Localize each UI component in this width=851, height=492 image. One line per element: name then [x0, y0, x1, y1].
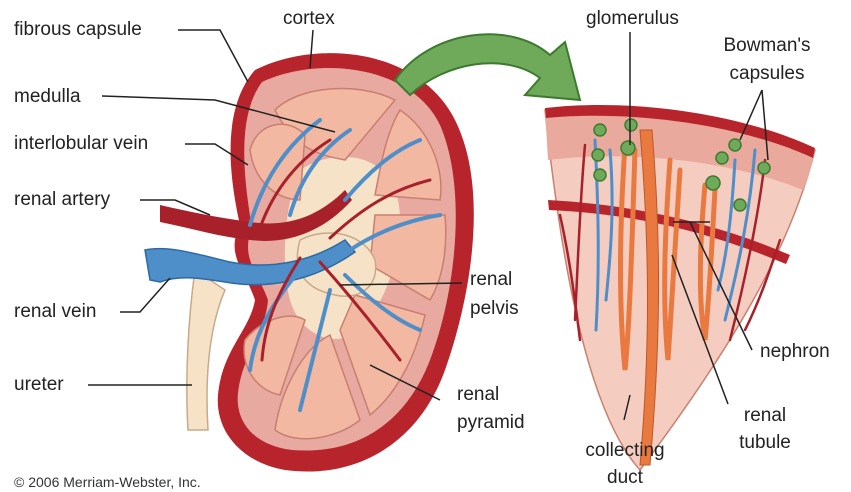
label-renal-pyramid-line2: pyramid: [457, 412, 525, 434]
glomerulus-dot: [706, 176, 720, 190]
label-renal-artery: renal artery: [14, 189, 110, 211]
glomerulus-dot: [716, 152, 728, 164]
kidney-cross-section: [145, 53, 474, 471]
glomerulus-dot: [592, 149, 604, 161]
label-collecting-duct-line2: duct: [570, 467, 680, 489]
glomerulus-dot: [734, 199, 746, 211]
copyright-notice: © 2006 Merriam-Webster, Inc.: [14, 474, 201, 490]
label-glomerulus: glomerulus: [586, 8, 679, 30]
glomerulus-dot: [621, 141, 635, 155]
leader-fibrous-capsule: [178, 30, 248, 82]
glomerulus-dot: [758, 162, 770, 174]
label-ureter: ureter: [14, 374, 64, 396]
label-fibrous-capsule: fibrous capsule: [14, 19, 142, 41]
label-renal-pelvis-line1: renal: [470, 269, 512, 291]
label-renal-tubule-line2: tubule: [725, 432, 805, 454]
glomerulus-dot: [594, 124, 606, 136]
label-renal-vein: renal vein: [14, 301, 96, 323]
label-cortex: cortex: [283, 8, 335, 30]
label-nephron: nephron: [760, 341, 830, 363]
label-bowmans-line1: Bowman's: [712, 35, 822, 57]
label-interlobular-vein: interlobular vein: [14, 133, 148, 155]
glomerulus-dot: [625, 119, 637, 131]
label-renal-pyramid-line1: renal: [457, 384, 499, 406]
label-medulla: medulla: [14, 86, 81, 108]
label-collecting-duct-line1: collecting: [570, 440, 680, 462]
glomerulus-dot: [594, 169, 606, 181]
leader-renal-vein: [120, 278, 170, 312]
label-renal-tubule-line1: renal: [725, 405, 805, 427]
label-renal-pelvis-line2: pelvis: [470, 298, 519, 320]
label-bowmans-line2: capsules: [712, 63, 822, 85]
glomerulus-dot: [729, 139, 741, 151]
